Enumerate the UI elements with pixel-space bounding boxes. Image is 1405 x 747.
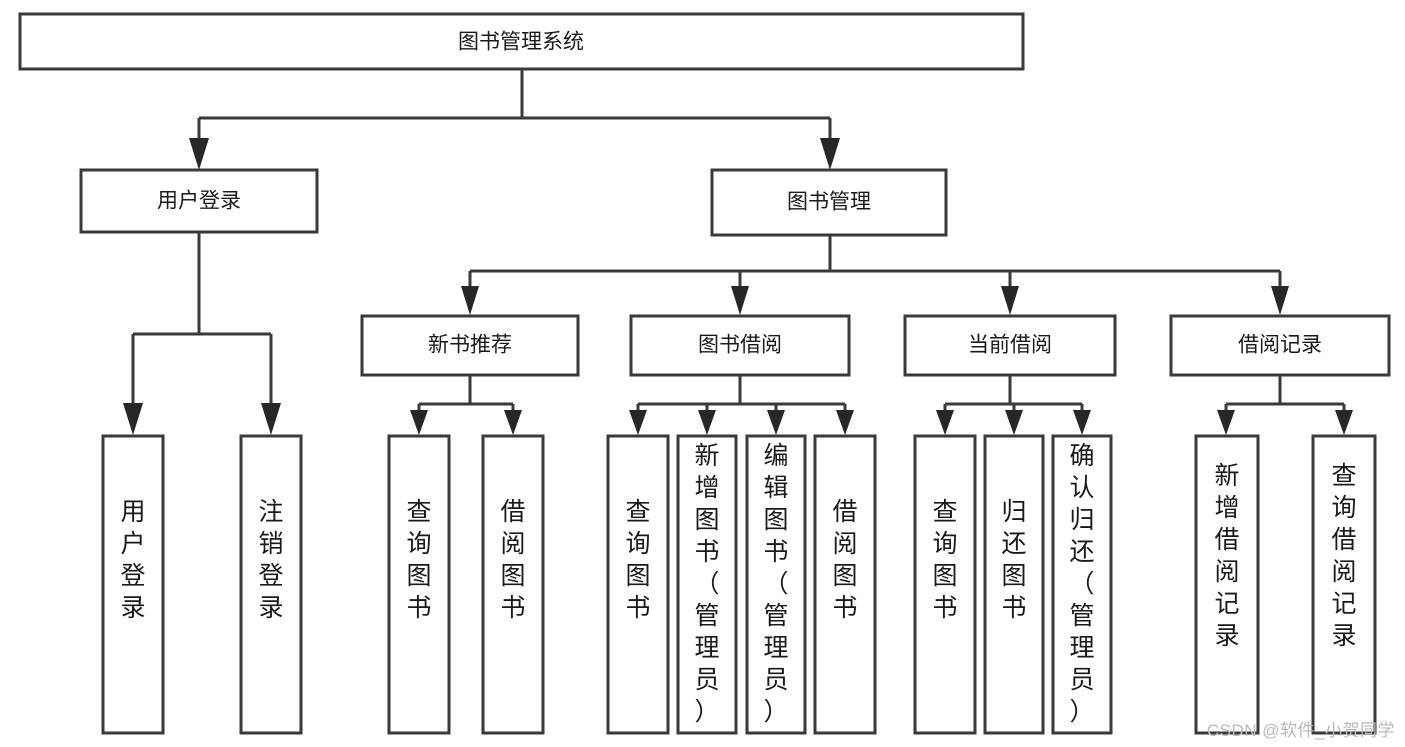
node-newbook-box[interactable] [360, 314, 580, 377]
node-leaf1-label: 用户登录 [120, 498, 145, 622]
node-newbook-label: 新书推荐 [428, 334, 512, 357]
node-leaf10-label: 归还图书 [1001, 498, 1026, 622]
node-leaf2[interactable]: 注销登录 [239, 434, 303, 735]
node-leaf4[interactable]: 借阅图书 [481, 434, 545, 735]
node-records-label: 借阅记录 [1238, 334, 1322, 357]
arrow-root-to-bookmgmt [820, 138, 840, 170]
arrow-current-to-leaf10 [1005, 410, 1023, 435]
connector-group-root [189, 69, 840, 170]
node-bookmgmt-label: 图书管理 [787, 191, 871, 214]
node-leaf9[interactable]: 查询图书 [913, 434, 977, 735]
node-leaf6-box[interactable] [676, 434, 738, 735]
node-leaf3-box[interactable] [387, 434, 451, 735]
arrow-bookmgmt-to-newbook [461, 286, 479, 315]
node-leaf12[interactable]: 新增借阅记录 [1194, 434, 1260, 735]
connector-group-newbook [410, 375, 522, 435]
node-leaf8[interactable]: 借阅图书 [813, 434, 877, 735]
node-leaf12-box[interactable] [1194, 434, 1260, 735]
node-leaf6[interactable]: 新增图书（管理员） [676, 434, 738, 735]
node-borrow-label: 图书借阅 [698, 334, 782, 357]
node-current-label: 当前借阅 [968, 334, 1052, 357]
node-leaf5[interactable]: 查询图书 [606, 434, 670, 735]
arrow-root-to-login [189, 138, 209, 170]
arrow-borrow-to-leaf7 [767, 410, 785, 435]
node-bookmgmt[interactable]: 图书管理 [710, 168, 948, 237]
node-root[interactable]: 图书管理系统 [18, 12, 1025, 71]
node-root-box[interactable] [18, 12, 1025, 71]
node-leaf4-label: 借阅图书 [500, 498, 525, 622]
node-leaf4-box[interactable] [481, 434, 545, 735]
arrow-borrow-to-leaf5 [629, 410, 647, 435]
connector-group-current [936, 375, 1091, 435]
node-login-box[interactable] [79, 168, 319, 234]
arrow-newbook-to-leaf3 [410, 410, 428, 435]
node-leaf11-label: 确认归还（管理员） [1069, 442, 1094, 726]
node-current[interactable]: 当前借阅 [903, 314, 1117, 377]
connector-group-borrow [629, 375, 854, 435]
arrow-borrow-to-leaf6 [698, 410, 716, 435]
node-leaf13[interactable]: 查询借阅记录 [1311, 434, 1377, 735]
node-leaf13-label: 查询借阅记录 [1331, 462, 1356, 650]
connector-group-login [123, 232, 281, 435]
node-borrow-box[interactable] [629, 314, 851, 377]
node-current-box[interactable] [903, 314, 1117, 377]
arrow-bookmgmt-to-current [1001, 286, 1019, 315]
node-leaf5-box[interactable] [606, 434, 670, 735]
arrow-bookmgmt-to-borrow [731, 286, 749, 315]
node-leaf7[interactable]: 编辑图书（管理员） [745, 434, 807, 735]
arrow-borrow-to-leaf8 [836, 410, 854, 435]
node-login-label: 用户登录 [157, 190, 241, 213]
node-leaf10-box[interactable] [983, 434, 1045, 735]
node-login[interactable]: 用户登录 [79, 168, 319, 234]
node-leaf1-box[interactable] [101, 434, 165, 735]
node-leaf9-label: 查询图书 [932, 498, 957, 622]
arrow-login-to-leaf2 [261, 403, 281, 435]
arrow-newbook-to-leaf4 [504, 410, 522, 435]
node-leaf1[interactable]: 用户登录 [101, 434, 165, 735]
node-leaf8-box[interactable] [813, 434, 877, 735]
node-leaf3-label: 查询图书 [406, 498, 431, 622]
node-leaf9-box[interactable] [913, 434, 977, 735]
node-leaf6-label: 新增图书（管理员） [694, 442, 719, 726]
arrow-records-to-leaf13 [1335, 410, 1353, 435]
node-leaf8-label: 借阅图书 [832, 498, 857, 622]
arrow-current-to-leaf9 [936, 410, 954, 435]
arrow-bookmgmt-to-records [1271, 286, 1289, 315]
node-bookmgmt-box[interactable] [710, 168, 948, 237]
connector-group-records [1217, 375, 1353, 435]
arrow-current-to-leaf11 [1073, 410, 1091, 435]
node-leaf11[interactable]: 确认归还（管理员） [1051, 434, 1113, 735]
node-root-label: 图书管理系统 [458, 31, 584, 54]
node-leaf3[interactable]: 查询图书 [387, 434, 451, 735]
node-borrow[interactable]: 图书借阅 [629, 314, 851, 377]
node-leaf11-box[interactable] [1051, 434, 1113, 735]
node-leaf12-label: 新增借阅记录 [1214, 462, 1239, 650]
arrow-records-to-leaf12 [1217, 410, 1235, 435]
node-leaf13-box[interactable] [1311, 434, 1377, 735]
arrow-login-to-leaf1 [123, 403, 143, 435]
node-leaf7-label: 编辑图书（管理员） [763, 442, 788, 726]
node-leaf5-label: 查询图书 [625, 498, 650, 622]
node-records-box[interactable] [1169, 314, 1391, 377]
node-leaf7-box[interactable] [745, 434, 807, 735]
node-leaf2-box[interactable] [239, 434, 303, 735]
connector-group-bookmgmt [461, 235, 1289, 315]
node-leaf10[interactable]: 归还图书 [983, 434, 1045, 735]
node-newbook[interactable]: 新书推荐 [360, 314, 580, 377]
node-leaf2-label: 注销登录 [258, 498, 283, 622]
node-records[interactable]: 借阅记录 [1169, 314, 1391, 377]
